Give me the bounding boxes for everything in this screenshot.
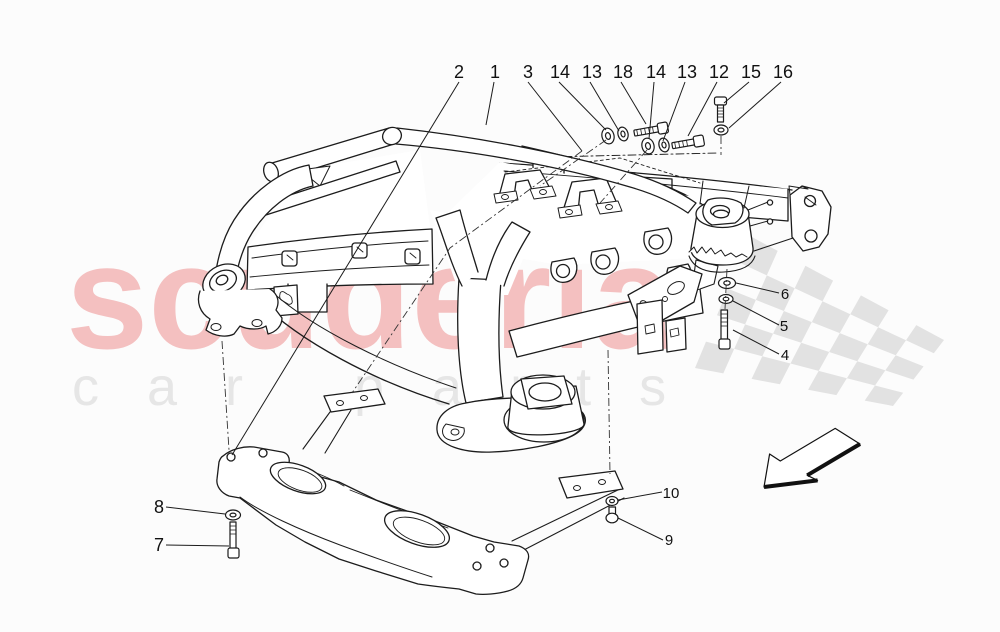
svg-text:15: 15 bbox=[741, 62, 761, 82]
svg-text:12: 12 bbox=[709, 62, 729, 82]
svg-text:1: 1 bbox=[490, 62, 500, 82]
svg-text:6: 6 bbox=[781, 286, 789, 303]
svg-text:car parts: car parts bbox=[72, 357, 714, 417]
svg-text:5: 5 bbox=[780, 318, 788, 335]
svg-text:7: 7 bbox=[154, 535, 164, 555]
svg-text:18: 18 bbox=[613, 62, 633, 82]
svg-text:16: 16 bbox=[773, 62, 793, 82]
svg-text:14: 14 bbox=[550, 62, 570, 82]
svg-text:3: 3 bbox=[523, 62, 533, 82]
svg-text:13: 13 bbox=[582, 62, 602, 82]
svg-text:2: 2 bbox=[454, 62, 464, 82]
svg-text:8: 8 bbox=[154, 497, 164, 517]
svg-text:9: 9 bbox=[665, 532, 673, 549]
svg-text:4: 4 bbox=[781, 347, 789, 364]
svg-text:14: 14 bbox=[646, 62, 666, 82]
svg-text:10: 10 bbox=[663, 485, 680, 502]
svg-text:13: 13 bbox=[677, 62, 697, 82]
